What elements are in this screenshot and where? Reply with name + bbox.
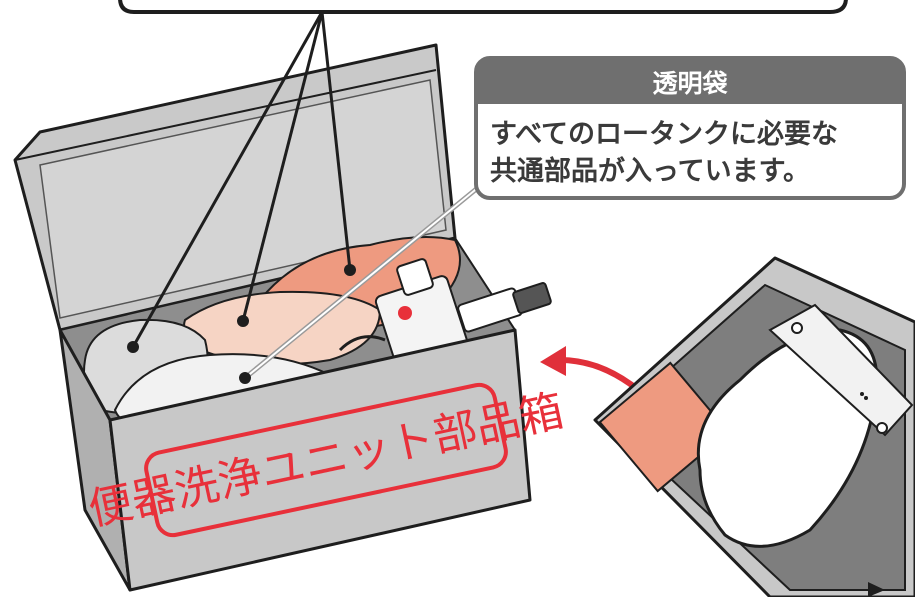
box-lid-inner [39,79,447,319]
valve-unit [338,258,552,374]
seat-package [593,256,915,597]
top-callout-frame [118,0,848,14]
marker-dot [344,264,356,276]
clear-bag-callout: 透明袋 すべてのロータンクに必要な 共通部品が入っています。 [474,56,906,200]
corner-arrow [868,582,885,597]
marker-dot [239,372,251,384]
marker-dot [127,341,139,353]
leader-lines [131,11,352,348]
box-label-frame [144,382,508,538]
salmon-label [598,361,730,493]
callout-line-1: すべてのロータンクに必要な [490,119,838,150]
marker-dot [237,315,249,327]
callout-title: 透明袋 [652,69,728,98]
callout-line-2: 共通部品が入っています。 [490,155,810,187]
